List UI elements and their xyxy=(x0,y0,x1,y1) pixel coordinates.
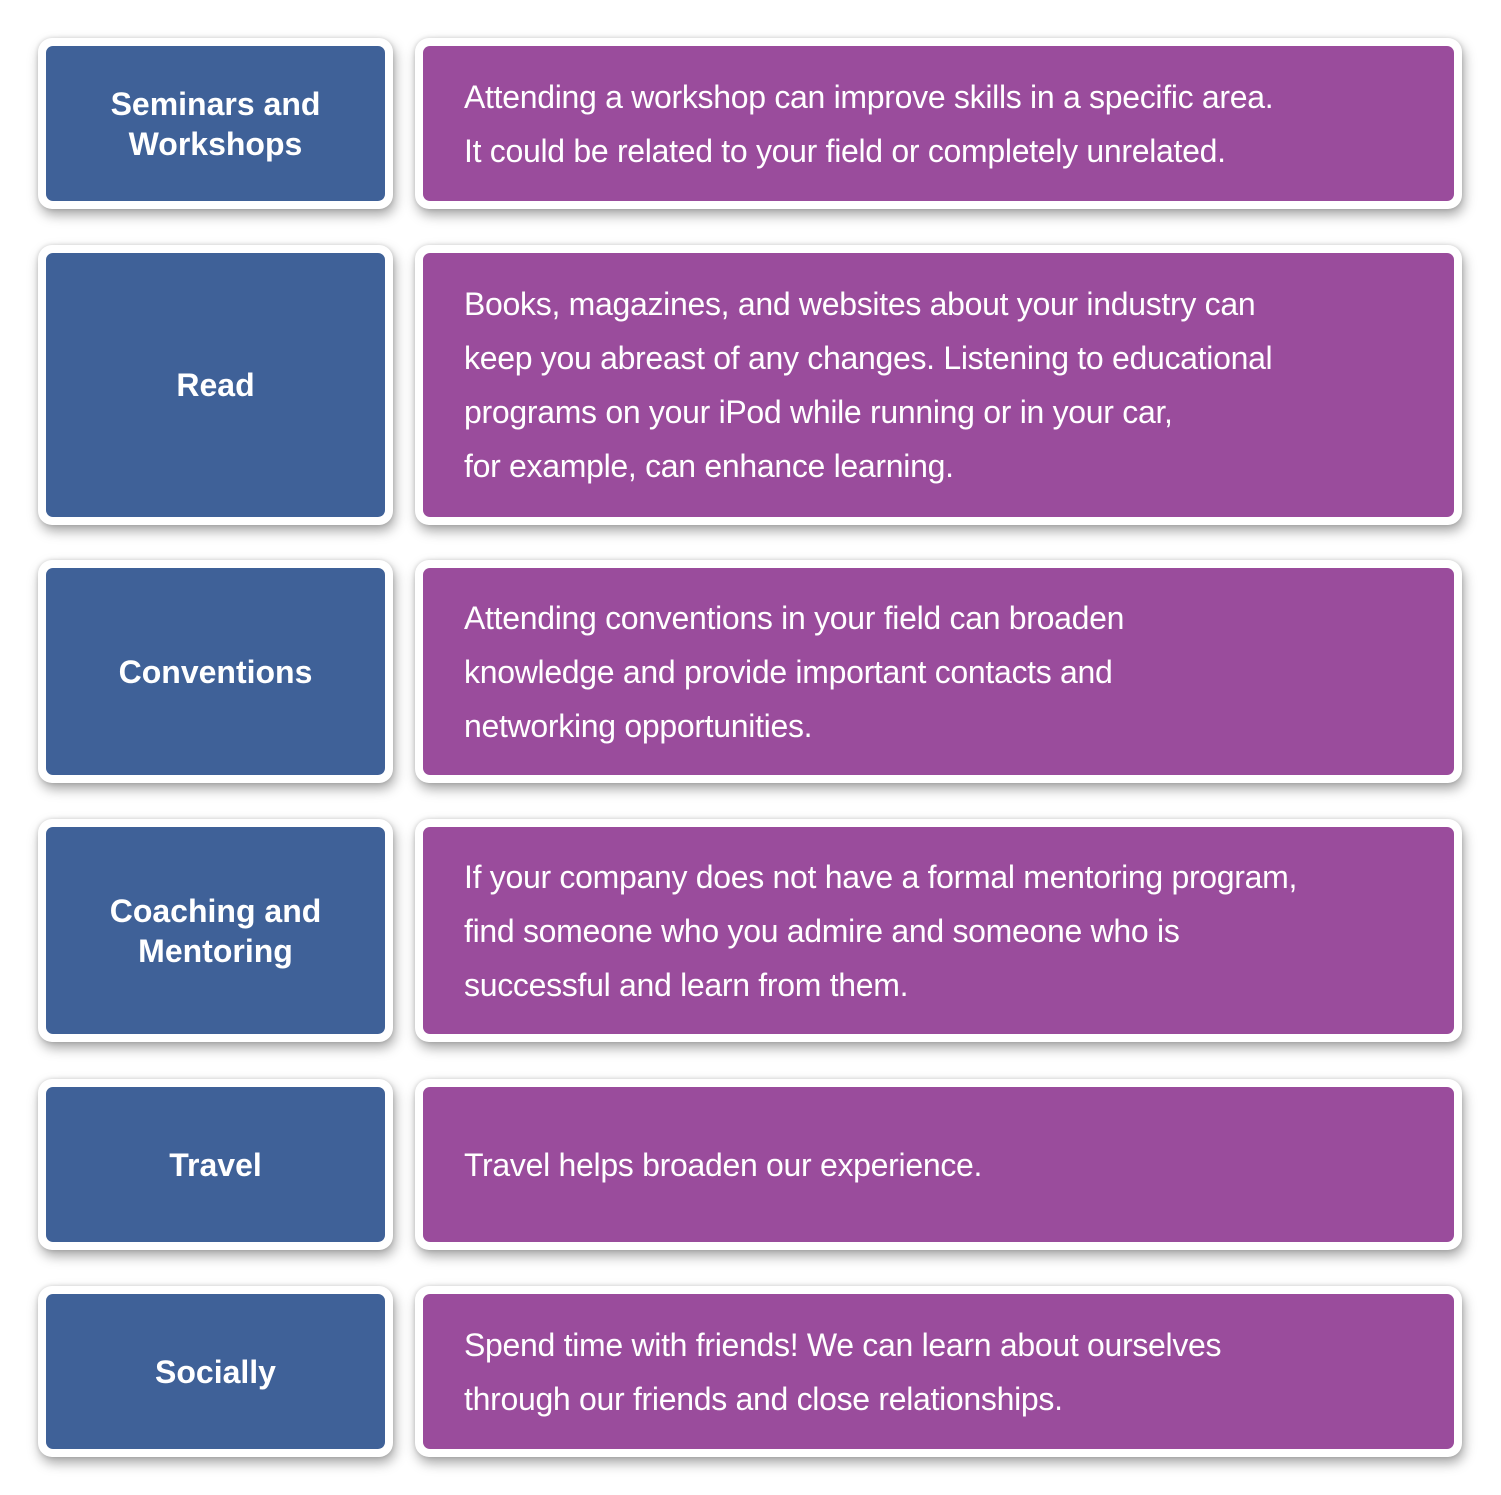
row-label: Socially xyxy=(155,1353,276,1390)
description-box: If your company does not have a formal m… xyxy=(423,827,1454,1034)
row-description: Books, magazines, and websites about you… xyxy=(464,286,1273,484)
label-box: Read xyxy=(46,253,385,517)
label-frame: Conventions xyxy=(38,560,393,783)
description-frame: Books, magazines, and websites about you… xyxy=(415,245,1462,525)
diagram-row-coaching: Coaching and Mentoring If your company d… xyxy=(0,819,1501,1042)
row-label: Seminars and Workshops xyxy=(110,85,321,162)
description-box: Attending a workshop can improve skills … xyxy=(423,46,1454,201)
label-frame: Travel xyxy=(38,1079,393,1250)
diagram-row-conventions: Conventions Attending conventions in you… xyxy=(0,560,1501,783)
diagram-row-socially: Socially Spend time with friends! We can… xyxy=(0,1286,1501,1457)
description-frame: Spend time with friends! We can learn ab… xyxy=(415,1286,1462,1457)
row-label: Conventions xyxy=(118,653,313,690)
row-description: Attending a workshop can improve skills … xyxy=(464,78,1274,169)
row-label: Coaching and Mentoring xyxy=(109,892,322,969)
label-box: Conventions xyxy=(46,568,385,775)
label-frame: Coaching and Mentoring xyxy=(38,819,393,1042)
description-box: Books, magazines, and websites about you… xyxy=(423,253,1454,517)
description-box: Travel helps broaden our experience. xyxy=(423,1087,1454,1242)
row-description: If your company does not have a formal m… xyxy=(464,858,1298,1003)
diagram-row-read: Read Books, magazines, and websites abou… xyxy=(0,245,1501,525)
label-box: Travel xyxy=(46,1087,385,1242)
row-description: Attending conventions in your field can … xyxy=(464,599,1125,744)
row-description: Spend time with friends! We can learn ab… xyxy=(464,1326,1222,1417)
row-description: Travel helps broaden our experience. xyxy=(464,1146,983,1183)
description-frame: If your company does not have a formal m… xyxy=(415,819,1462,1042)
label-box: Seminars and Workshops xyxy=(46,46,385,201)
description-box: Spend time with friends! We can learn ab… xyxy=(423,1294,1454,1449)
label-box: Socially xyxy=(46,1294,385,1449)
description-frame: Attending a workshop can improve skills … xyxy=(415,38,1462,209)
label-frame: Read xyxy=(38,245,393,525)
row-label: Read xyxy=(176,367,255,403)
label-frame: Socially xyxy=(38,1286,393,1457)
diagram-row-seminars: Seminars and Workshops Attending a works… xyxy=(0,38,1501,209)
diagram-row-travel: Travel Travel helps broaden our experien… xyxy=(0,1079,1501,1250)
description-frame: Travel helps broaden our experience. xyxy=(415,1079,1462,1250)
label-box: Coaching and Mentoring xyxy=(46,827,385,1034)
description-box: Attending conventions in your field can … xyxy=(423,568,1454,775)
description-frame: Attending conventions in your field can … xyxy=(415,560,1462,783)
row-label: Travel xyxy=(169,1146,262,1183)
label-frame: Seminars and Workshops xyxy=(38,38,393,209)
